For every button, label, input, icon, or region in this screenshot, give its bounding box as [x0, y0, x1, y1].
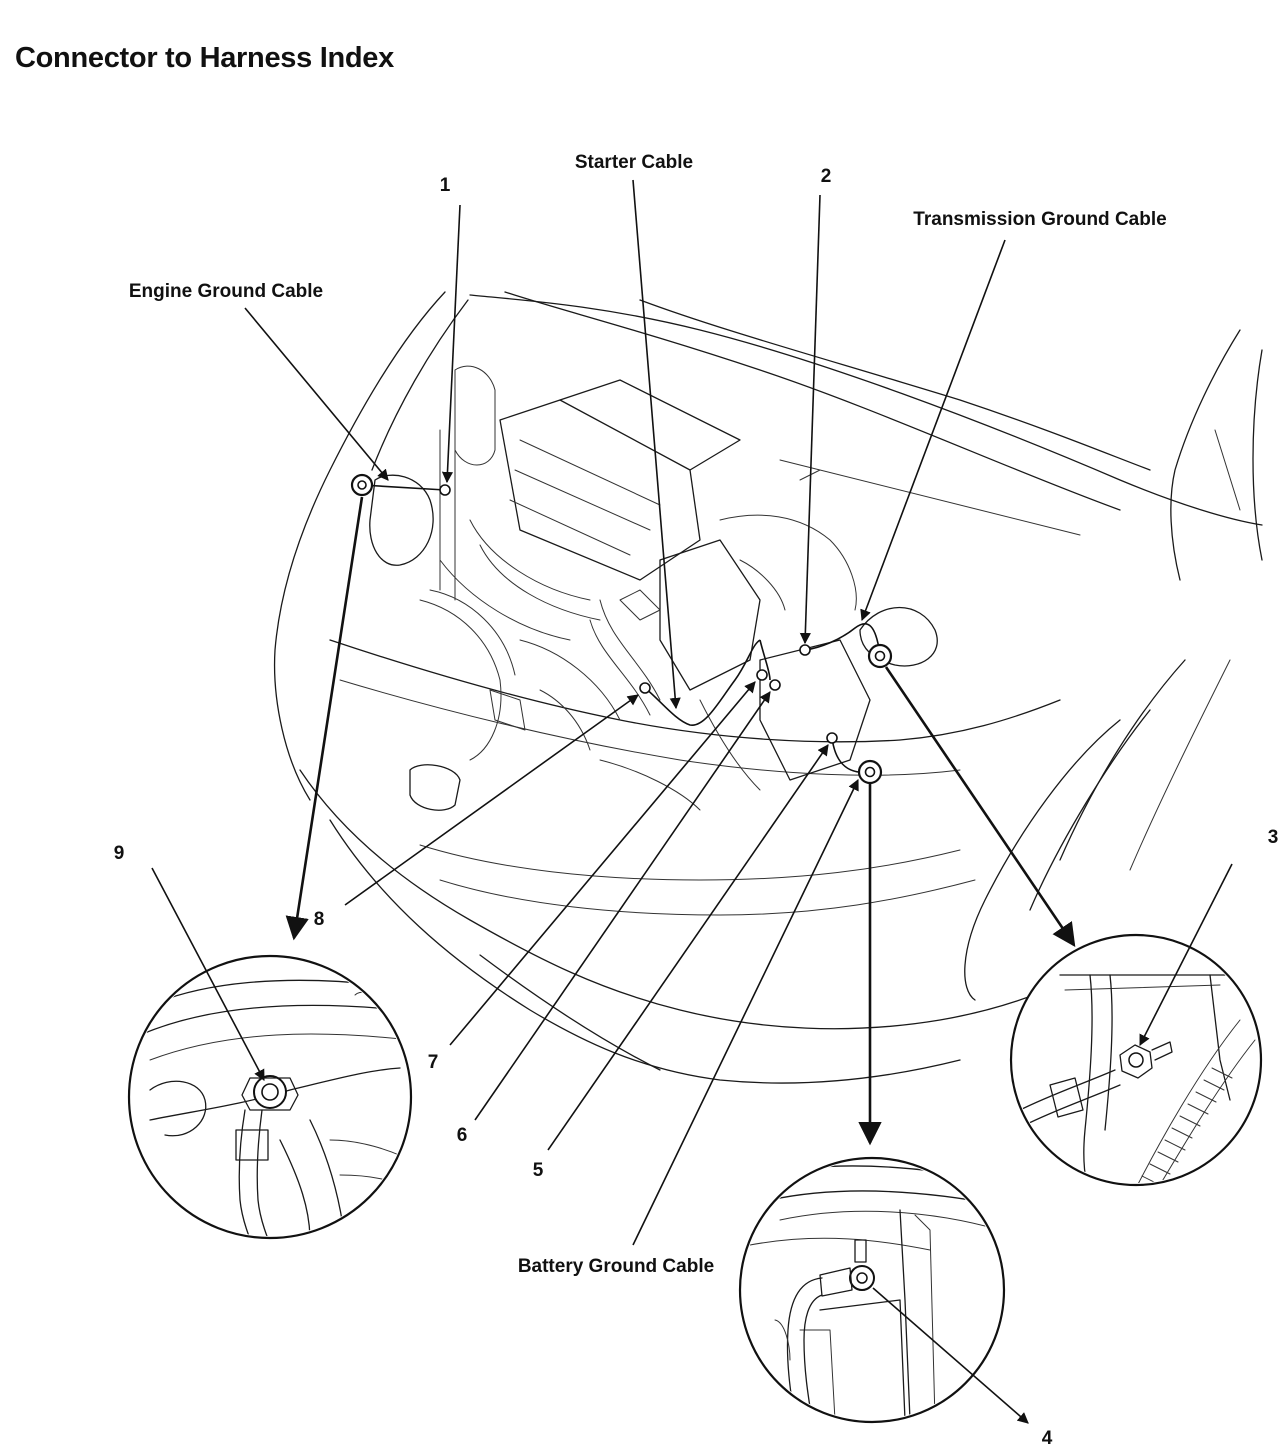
label-starter-cable: Starter Cable [575, 152, 693, 173]
engine-compartment-detail [369, 365, 938, 811]
callout-labels: Starter Cable Transmission Ground Cable … [114, 152, 1279, 1449]
label-number-5: 5 [533, 1160, 544, 1181]
label-number-2: 2 [821, 166, 832, 187]
label-number-3: 3 [1268, 827, 1279, 848]
label-number-8: 8 [314, 909, 325, 930]
label-number-1: 1 [440, 175, 451, 196]
label-engine-ground-cable: Engine Ground Cable [129, 281, 323, 302]
label-transmission-ground-cable: Transmission Ground Cable [913, 209, 1166, 230]
label-number-6: 6 [457, 1125, 468, 1146]
label-number-9: 9 [114, 843, 125, 864]
detail-view-transmission-ground [1009, 863, 1263, 1187]
page-title: Connector to Harness Index [15, 42, 394, 74]
label-number-7: 7 [428, 1052, 439, 1073]
label-number-4: 4 [1042, 1428, 1053, 1449]
detail-arrows [285, 496, 1076, 1146]
detail-view-engine-ground [127, 867, 413, 1240]
connection-points [350, 473, 893, 785]
detail-view-battery-ground [738, 1156, 1029, 1424]
label-battery-ground-cable: Battery Ground Cable [518, 1256, 714, 1277]
leader-lines [244, 179, 1006, 1246]
